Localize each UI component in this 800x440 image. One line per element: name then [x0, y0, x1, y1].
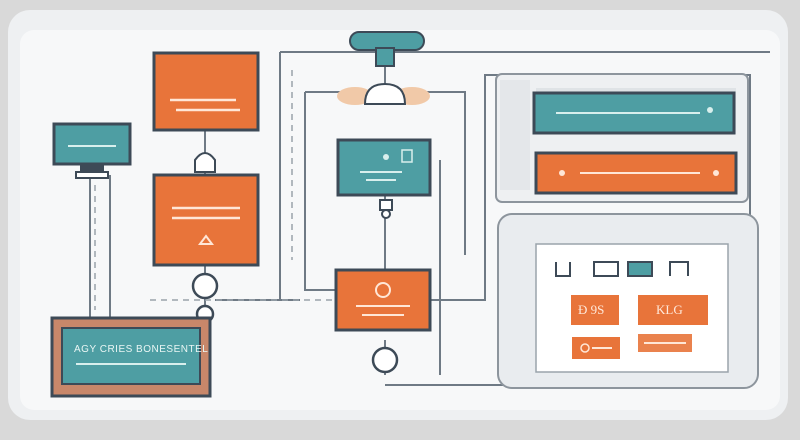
window-panel-top [495, 73, 749, 203]
window-panel-bottom [497, 213, 759, 389]
orange-tag-right [638, 295, 708, 325]
node-circle-bottom [371, 346, 399, 374]
bottom-left-panel [50, 316, 212, 398]
dashed-lines [94, 70, 335, 310]
monitor-icon [52, 122, 132, 179]
orange-card-top [152, 51, 260, 132]
hub-connector-icon [337, 31, 430, 105]
teal-card-center [336, 138, 432, 197]
hub-left-drop-line [304, 92, 340, 291]
node-circle-left [191, 272, 219, 300]
tag-left-label: Ð 9S [578, 302, 605, 317]
small-connector-icon [194, 152, 216, 173]
tag-right-label: KLG [656, 302, 683, 317]
connector-plug-icon [379, 199, 393, 219]
orange-card-middle [152, 173, 260, 267]
bottom-left-panel-label: AGY CRIES BONESENTEL [74, 344, 209, 355]
orange-tag-left [571, 295, 619, 325]
orange-card-center [334, 268, 432, 332]
